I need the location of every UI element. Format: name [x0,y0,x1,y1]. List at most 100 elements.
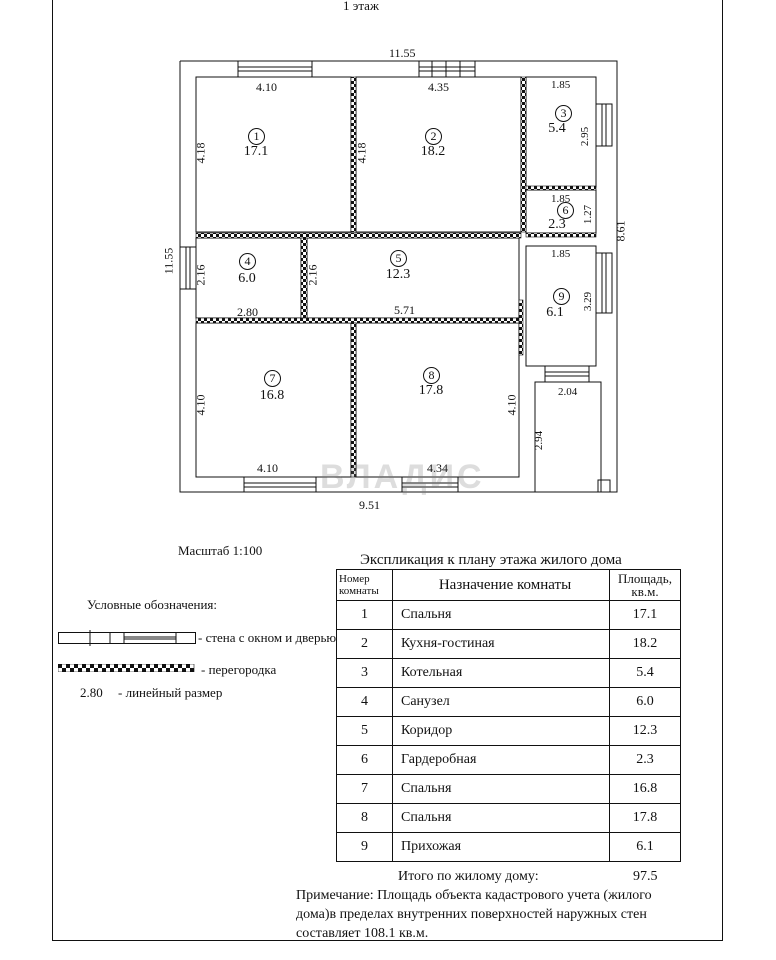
row-num: 8 [336,803,393,833]
room-area: 17.8 [418,383,444,398]
legend-dim-sample: 2.80 [80,685,103,700]
room-number: 7 [264,370,281,387]
porch-post [597,479,611,493]
room-area: 12.3 [385,267,411,282]
note-line-2: дома)в пределах внутренних поверхностей … [296,907,647,922]
row-name: Спальня [392,774,610,804]
window-top-2 [418,60,476,78]
page-frame-left [52,0,53,940]
row-num: 3 [336,658,393,688]
row-area: 16.8 [609,774,681,804]
note-line-3: составляет 108.1 кв.м. [296,926,429,941]
room-8-outline [355,322,520,478]
room-number: 5 [390,250,407,267]
watermark: ВЛАДИС [320,458,485,496]
window-top-1 [237,60,313,78]
room-number: 9 [553,288,570,305]
row-name: Спальня [392,803,610,833]
dim-room1-height: 4.18 [193,142,208,164]
room-number: 6 [557,202,574,219]
room-area: 18.2 [420,144,446,159]
explication-table: Номер комнаты Назначение комнаты Площадь… [336,569,681,862]
window-bottom-1 [243,476,317,493]
row-num: 6 [336,745,393,775]
window-right-1 [595,103,613,147]
room-area: 5.4 [548,121,566,136]
row-area: 2.3 [609,745,681,775]
dim-top-total: 11.55 [389,46,416,60]
room-number: 8 [423,367,440,384]
room-area: 6.0 [238,271,256,286]
row-name: Кухня-гостиная [392,629,610,659]
row-name: Спальня [392,600,610,630]
dim-right-total: 8.61 [613,220,628,242]
row-num: 1 [336,600,393,630]
total-value: 97.5 [633,869,658,884]
room-area: 6.1 [546,305,564,320]
dim-porch-height: 2.94 [533,430,546,451]
row-area: 17.1 [609,600,681,630]
scale-label: Масштаб 1:100 [178,543,263,558]
row-name: Санузел [392,687,610,717]
dim-room8-width: 4.34 [427,461,448,475]
row-name: Котельная [392,658,610,688]
header-room-name: Назначение комнаты [392,569,610,601]
explication-title: Экспликация к плану этажа жилого дома [360,552,622,568]
legend-partition-symbol [58,664,195,672]
legend-wall-symbol [58,630,196,646]
total-label: Итого по жилому дому: [398,869,539,884]
header-room-area: Площадь, кв.м. [609,569,681,601]
row-name: Прихожая [392,832,610,862]
row-area: 17.8 [609,803,681,833]
dim-room3-width: 1.85 [551,79,571,91]
legend-dim-label: - линейный размер [118,685,223,700]
dim-porch-width: 2.04 [558,386,578,398]
row-num: 5 [336,716,393,746]
room-area: 2.3 [548,217,566,232]
table-header-row: Номер комнаты Назначение комнаты Площадь… [336,569,681,601]
dim-room9-width: 1.85 [551,248,571,260]
legend-wall-label: - стена с окном и дверью [198,630,337,645]
dim-room2-width: 4.35 [428,80,449,94]
dim-room2-height: 4.18 [354,142,369,164]
window-right-2 [595,252,613,314]
dim-room8-height: 4.10 [504,394,519,416]
dim-room7-width: 4.10 [257,461,278,475]
entrance-door [544,365,590,383]
room-number: 3 [555,105,572,122]
row-name: Коридор [392,716,610,746]
page-frame-right [722,0,723,940]
dim-bottom-total: 9.51 [359,498,380,512]
room-area: 16.8 [259,388,285,403]
row-name: Гардеробная [392,745,610,775]
row-area: 6.1 [609,832,681,862]
row-area: 6.0 [609,687,681,717]
dim-room6-width: 1.85 [551,193,571,205]
row-area: 5.4 [609,658,681,688]
row-area: 18.2 [609,629,681,659]
window-bottom-2 [401,476,459,493]
dim-room4-height: 2.16 [193,264,208,286]
floor-title: 1 этаж [343,0,379,13]
dim-left-total: 11.55 [161,247,176,275]
note-line-1: Примечание: Площадь объекта кадастрового… [296,888,652,903]
floor-plan [179,60,618,493]
row-num: 7 [336,774,393,804]
row-num: 4 [336,687,393,717]
row-num: 9 [336,832,393,862]
dim-room1-width: 4.10 [256,80,277,94]
room-area: 17.1 [243,144,269,159]
row-area: 12.3 [609,716,681,746]
room-number: 4 [239,253,256,270]
window-left [179,246,197,290]
room-number: 1 [248,128,265,145]
header-room-number: Номер комнаты [336,569,393,601]
